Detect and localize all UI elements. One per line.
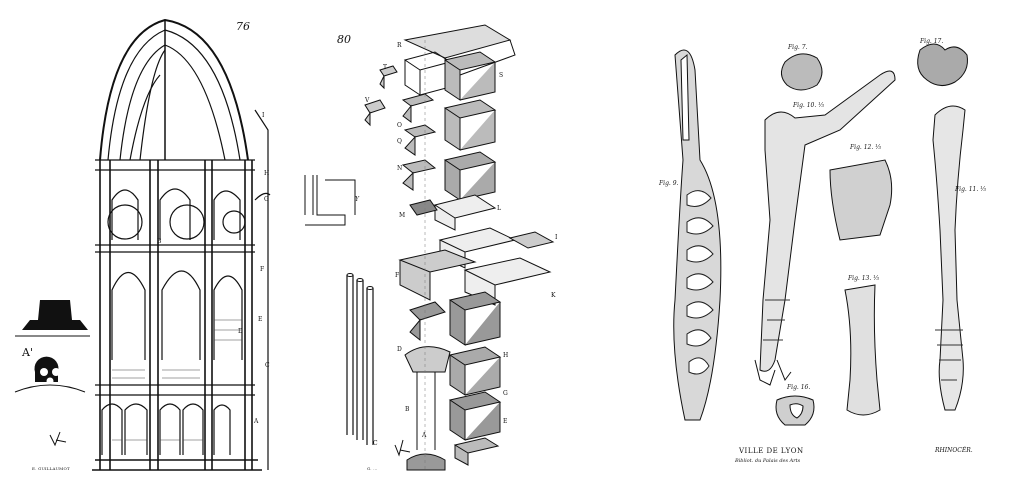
apse-engraving: [14, 18, 271, 471]
engraver-signature: G. ...: [367, 466, 378, 471]
letter-label: F: [395, 272, 400, 279]
letter-label: G: [503, 390, 508, 397]
letter-label: E: [503, 418, 508, 425]
letter-label: V: [365, 97, 370, 104]
caption-library: Bibliot. du Palais des Arts: [735, 458, 801, 464]
figure-label: Fig. 13. ⅓: [848, 275, 880, 282]
figure-label: Fig. 12. ⅓: [850, 144, 882, 151]
letter-label: K: [551, 292, 556, 299]
fossil-engraving: [673, 43, 968, 426]
letter-label: S: [499, 72, 504, 79]
letter-label: F: [260, 266, 265, 273]
figure-label: Fig. 10. ⅓: [793, 102, 825, 109]
letter-label: B: [405, 406, 410, 413]
letter-label: D: [397, 346, 402, 353]
letter-label: Q: [397, 138, 402, 145]
figure-label: Fig. 9.: [659, 180, 679, 187]
fossil-bones-plate: Fig. 7. Fig. 10. ⅓ Fig. 12. ⅓ Fig. 9. Fi…: [645, 0, 1024, 493]
apse-elevation-plate: 76 A' E. GUILLAUMOT I H G F E D C A B: [0, 0, 285, 493]
exploded-engraving: [304, 24, 555, 471]
figure-label: Fig. 16.: [787, 384, 811, 391]
figure-label: Fig. 11. ⅓: [955, 186, 987, 193]
letter-label: N: [397, 165, 403, 172]
letter-label: B: [157, 238, 162, 245]
letter-label: M: [399, 212, 406, 219]
letter-label: C: [265, 362, 270, 369]
letter-label: I: [262, 112, 265, 119]
engraver-signature: E. GUILLAUMOT: [32, 466, 70, 471]
caption-species: RHINOCÉR.: [935, 447, 973, 454]
letter-label: G: [264, 196, 269, 203]
letter-label: T: [383, 64, 388, 71]
letter-label: H: [503, 352, 509, 359]
plate-number: 80: [337, 33, 351, 46]
detail-label: Y: [355, 196, 359, 203]
letter-label: E: [258, 316, 263, 323]
letter-label: R: [397, 42, 402, 49]
figure-label: Fig. 17.: [920, 38, 944, 45]
letter-label: O: [397, 122, 402, 129]
letter-label: A: [422, 432, 427, 439]
caption-city: VILLE DE LYON: [739, 447, 804, 455]
plate-number: 76: [236, 20, 250, 33]
section-label: A': [22, 346, 33, 359]
exploded-masonry-plate: 80 G. ... Y R T V S Q O N M L K I H G F …: [285, 0, 580, 493]
letter-label: L: [497, 205, 501, 212]
letter-label: C: [373, 440, 378, 447]
letter-label: H: [264, 170, 270, 177]
figure-label: Fig. 7.: [788, 44, 808, 51]
letter-label: D: [238, 328, 243, 335]
letter-label: I: [555, 234, 558, 241]
letter-label: A: [254, 418, 259, 425]
